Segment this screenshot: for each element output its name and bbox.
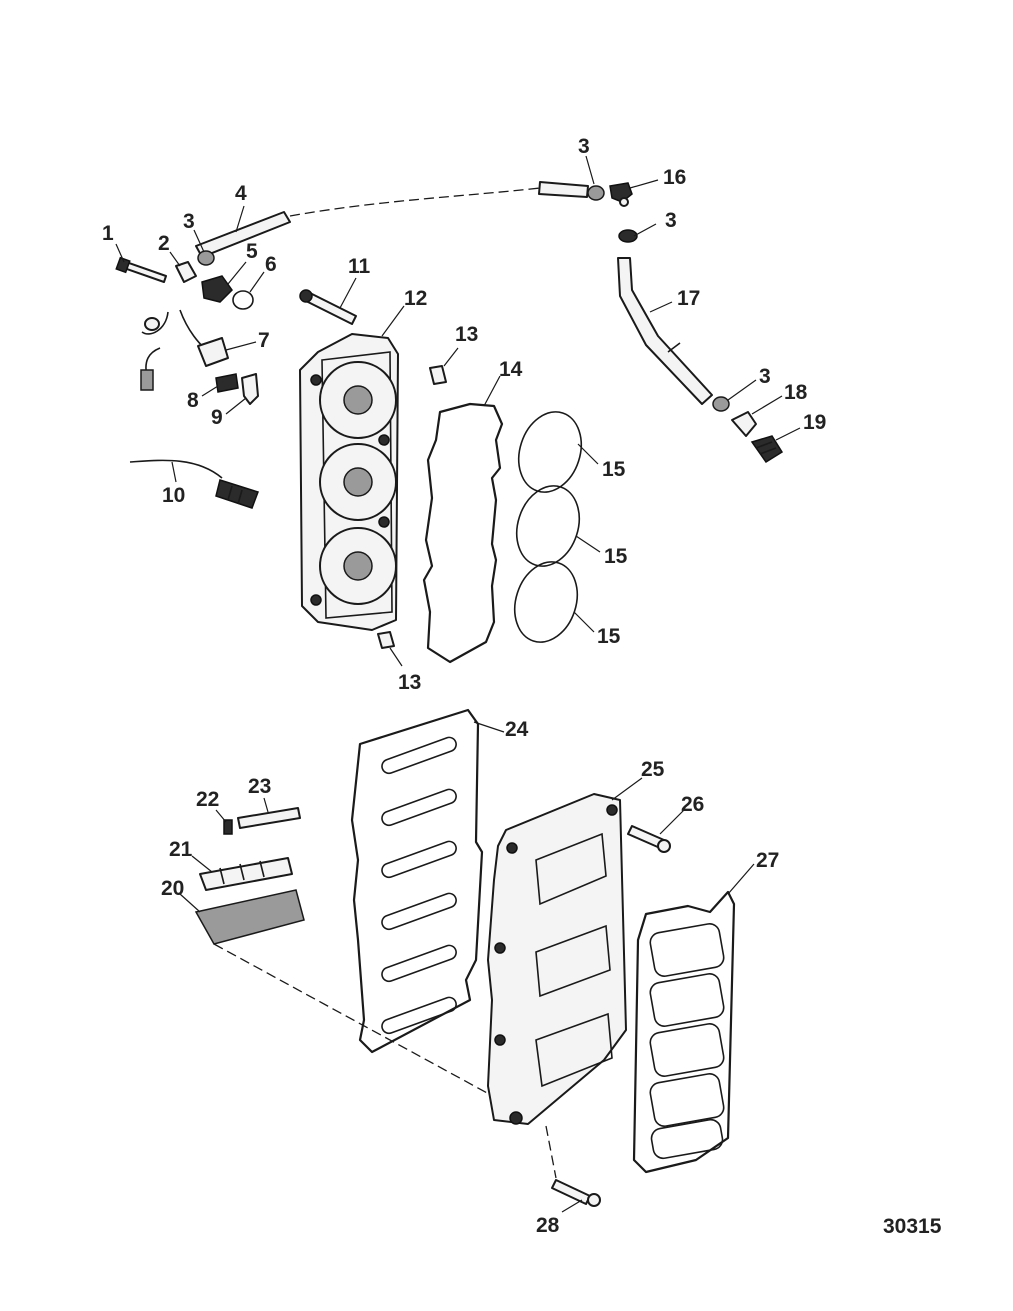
dowel-13-bottom [377, 631, 395, 649]
o-ring-15-b [515, 485, 581, 567]
callout-4: 4 [235, 182, 247, 205]
sensor-7 [140, 309, 229, 391]
clamp-3-lower [712, 396, 730, 412]
callout-8: 8 [187, 389, 199, 412]
callout-16: 16 [663, 166, 686, 189]
callout-25: 25 [641, 758, 665, 781]
reed-petal-21 [199, 857, 293, 891]
callout-13: 13 [455, 323, 478, 346]
callout-23: 23 [248, 775, 271, 798]
callout-15: 15 [602, 458, 626, 481]
valve-5 [201, 275, 233, 303]
bolt-28 [545, 1125, 601, 1207]
fitting-16 [609, 182, 633, 207]
callout-labels: 1 2 3 4 5 6 7 8 9 10 11 12 13 14 15 15 1… [102, 135, 942, 1238]
callout-2: 2 [158, 232, 170, 255]
callout-12: 12 [404, 287, 427, 310]
screw-1 [115, 256, 167, 283]
callout-14: 14 [499, 358, 523, 381]
callout-10: 10 [162, 484, 185, 507]
callout-3: 3 [578, 135, 590, 158]
dowel-13-top [429, 365, 447, 385]
callout-27: 27 [756, 849, 779, 872]
callout-3: 3 [665, 209, 677, 232]
callout-7: 7 [258, 329, 270, 352]
callout-6: 6 [265, 253, 277, 276]
callout-15: 15 [597, 625, 621, 648]
callout-20: 20 [161, 877, 184, 900]
reed-block-20 [194, 889, 501, 1101]
callout-22: 22 [196, 788, 219, 811]
bolt-11 [299, 289, 357, 325]
reed-stop-23 [237, 807, 301, 829]
callout-21: 21 [169, 838, 193, 861]
clamp-3-left [197, 250, 215, 266]
callout-28: 28 [536, 1214, 560, 1237]
screw-22 [223, 819, 233, 835]
clamp-3-top [587, 185, 605, 201]
o-ring-6 [232, 290, 254, 310]
head-gasket-14 [422, 402, 504, 664]
leader-lines [115, 155, 801, 1213]
callout-15: 15 [604, 545, 628, 568]
hose-connector-upper [538, 181, 589, 198]
callout-18: 18 [784, 381, 808, 404]
clamp-3-right [618, 229, 638, 243]
callout-11: 11 [348, 255, 371, 278]
screw-8 [215, 373, 239, 393]
callout-3: 3 [759, 365, 771, 388]
callout-1: 1 [102, 222, 114, 245]
callout-9: 9 [211, 406, 223, 429]
callout-5: 5 [246, 240, 258, 263]
callout-19: 19 [803, 411, 826, 434]
callout-17: 17 [677, 287, 700, 310]
bracket-9 [241, 373, 259, 405]
reed-gasket-24 [350, 708, 484, 1054]
hose-17 [617, 257, 713, 405]
callout-24: 24 [505, 718, 529, 741]
figure-number: 30315 [883, 1215, 942, 1238]
intake-manifold-25 [487, 793, 627, 1125]
callout-3: 3 [183, 210, 195, 233]
callout-13: 13 [398, 671, 421, 694]
bolt-26 [627, 825, 671, 853]
gasket-27 [632, 890, 736, 1174]
callout-26: 26 [681, 793, 704, 816]
o-ring-15-c [513, 561, 579, 643]
fitting-18 [731, 411, 757, 437]
fitting-2 [175, 261, 197, 283]
sensor-10 [129, 459, 259, 509]
filter-19 [750, 435, 784, 464]
cylinder-head-12 [299, 333, 399, 631]
